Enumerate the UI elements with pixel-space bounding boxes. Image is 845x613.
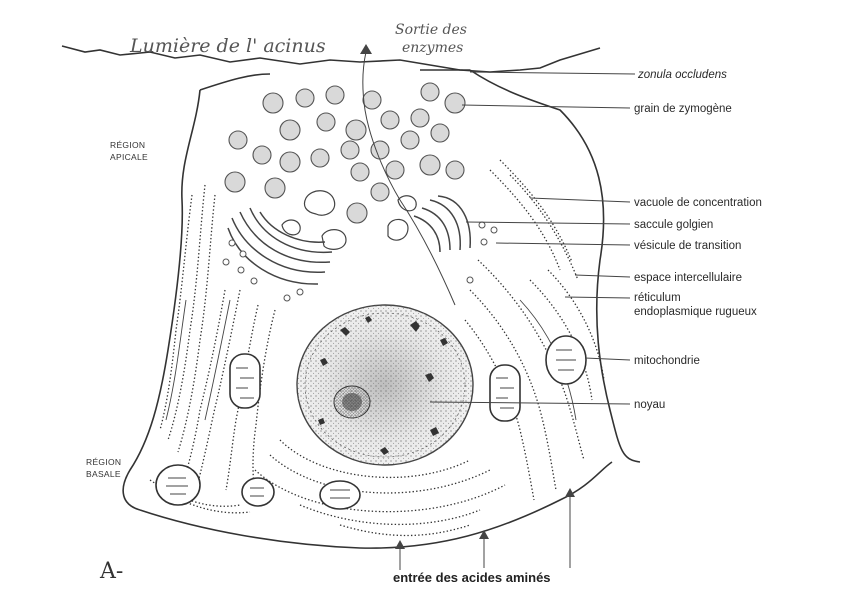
label-intercellular-space: espace intercellulaire <box>634 272 742 284</box>
label-zymogen-granule: grain de zymogène <box>634 103 732 115</box>
lumen-surface <box>61 45 601 73</box>
cell-membrane-right <box>469 69 641 463</box>
amino-acid-arrows <box>395 488 575 570</box>
region-basal-line2: BASALE <box>86 469 121 479</box>
region-apical-line1: RÉGION <box>110 140 145 150</box>
rough-er-left <box>159 184 276 501</box>
region-apical-line2: APICALE <box>110 152 148 162</box>
rough-er-basal <box>149 439 506 537</box>
figure-letter: A- <box>99 559 123 584</box>
zymogen-granules <box>224 82 466 224</box>
nucleus <box>296 304 474 466</box>
label-golgi-saccule: saccule golgien <box>634 219 713 231</box>
label-rer-line2: endoplasmique rugueux <box>634 306 757 318</box>
leader-lines <box>429 71 636 405</box>
concentration-vacuoles <box>281 190 417 250</box>
label-nucleus: noyau <box>634 399 665 411</box>
label-zonula-occludens: zonula occludens <box>637 69 727 81</box>
label-mitochondrion: mitochondrie <box>634 355 700 367</box>
mitochondria <box>155 335 587 510</box>
transition-vesicles <box>222 221 498 302</box>
rough-er-right <box>464 159 605 501</box>
basal-membrane <box>139 461 613 549</box>
exit-label-line1: Sortie des <box>395 22 467 38</box>
region-basal-line1: RÉGION <box>86 457 121 467</box>
amino-acid-entry-caption: entrée des acides aminés <box>393 570 551 585</box>
apical-membrane <box>199 69 470 91</box>
cell-membrane-left <box>122 89 201 511</box>
golgi-right <box>413 195 471 253</box>
enzyme-exit-path <box>362 51 456 306</box>
label-concentration-vacuole: vacuole de concentration <box>634 197 762 209</box>
exit-label-line2: enzymes <box>402 40 463 56</box>
label-transition-vesicle: vésicule de transition <box>634 240 741 252</box>
enzyme-exit-arrowhead <box>360 44 372 54</box>
lumen-label: Lumière de l' acinus <box>129 35 326 57</box>
label-rer-line1: réticulum <box>634 292 681 304</box>
golgi-left <box>227 207 333 285</box>
